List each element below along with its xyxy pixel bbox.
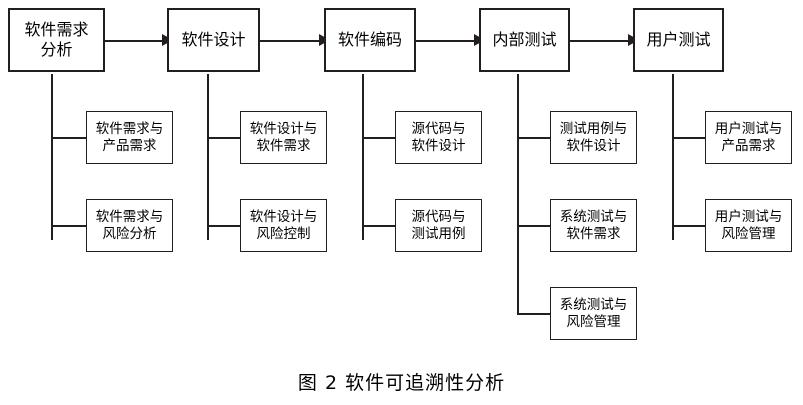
- branch-stage1-child2: [51, 225, 86, 227]
- leaf-node-code-vs-design[interactable]: 源代码与 软件设计: [395, 111, 482, 164]
- branch-stage4-child1: [517, 137, 550, 139]
- stage-node-user-testing[interactable]: 用户测试: [633, 8, 724, 72]
- stage-label: 软件编码: [337, 30, 402, 49]
- leaf-label: 软件设计与 风险控制: [249, 208, 318, 242]
- leaf-label: 系统测试与 风险管理: [559, 296, 628, 330]
- leaf-node-usertest-vs-riskmgmt[interactable]: 用户测试与 风险管理: [705, 199, 792, 252]
- branch-trunk-stage2: [207, 74, 209, 240]
- leaf-node-design-vs-riskctrl[interactable]: 软件设计与 风险控制: [240, 199, 327, 252]
- connector-stage3-stage4: [416, 40, 479, 42]
- branch-stage2-child1: [207, 137, 240, 139]
- branch-trunk-stage1: [51, 74, 53, 240]
- branch-stage5-child2: [672, 225, 705, 227]
- stage-label: 软件设计: [181, 30, 246, 49]
- stage-label: 软件需求 分析: [24, 20, 89, 59]
- leaf-node-usertest-vs-product[interactable]: 用户测试与 产品需求: [705, 111, 792, 164]
- leaf-label: 软件需求与 产品需求: [95, 120, 164, 154]
- leaf-node-design-vs-req[interactable]: 软件设计与 软件需求: [240, 111, 327, 164]
- connector-stage4-stage5: [570, 40, 633, 42]
- stage-label: 内部测试: [492, 30, 557, 49]
- connector-stage1-stage2: [105, 40, 167, 42]
- branch-stage3-child2: [362, 225, 395, 227]
- leaf-label: 软件需求与 风险分析: [95, 208, 164, 242]
- leaf-node-req-vs-risk[interactable]: 软件需求与 风险分析: [86, 199, 173, 252]
- stage-node-software-coding[interactable]: 软件编码: [324, 8, 416, 72]
- branch-stage2-child2: [207, 225, 240, 227]
- branch-stage4-child2: [517, 225, 550, 227]
- branch-stage4-child3: [517, 313, 550, 315]
- leaf-node-req-vs-product[interactable]: 软件需求与 产品需求: [86, 111, 173, 164]
- leaf-label: 用户测试与 产品需求: [714, 120, 783, 154]
- leaf-label: 软件设计与 软件需求: [249, 120, 318, 154]
- stage-node-internal-testing[interactable]: 内部测试: [479, 8, 570, 72]
- branch-trunk-stage5: [672, 74, 674, 240]
- leaf-label: 源代码与 测试用例: [411, 208, 466, 242]
- figure-caption: 图 2 软件可追溯性分析: [297, 372, 506, 394]
- leaf-label: 系统测试与 软件需求: [559, 208, 628, 242]
- branch-stage5-child1: [672, 137, 705, 139]
- leaf-node-code-vs-testcase[interactable]: 源代码与 测试用例: [395, 199, 482, 252]
- branch-stage3-child1: [362, 137, 395, 139]
- leaf-node-systest-vs-riskmgmt[interactable]: 系统测试与 风险管理: [550, 287, 637, 340]
- leaf-label: 源代码与 软件设计: [411, 120, 466, 154]
- leaf-node-testcase-vs-design[interactable]: 测试用例与 软件设计: [550, 111, 637, 164]
- leaf-label: 测试用例与 软件设计: [559, 120, 628, 154]
- stage-node-requirements-analysis[interactable]: 软件需求 分析: [8, 8, 105, 72]
- branch-trunk-stage3: [362, 74, 364, 240]
- leaf-node-systest-vs-req[interactable]: 系统测试与 软件需求: [550, 199, 637, 252]
- stage-node-software-design[interactable]: 软件设计: [167, 8, 260, 72]
- branch-trunk-stage4: [517, 74, 519, 315]
- stage-label: 用户测试: [646, 30, 711, 49]
- branch-stage1-child1: [51, 137, 86, 139]
- leaf-label: 用户测试与 风险管理: [714, 208, 783, 242]
- connector-stage2-stage3: [260, 40, 324, 42]
